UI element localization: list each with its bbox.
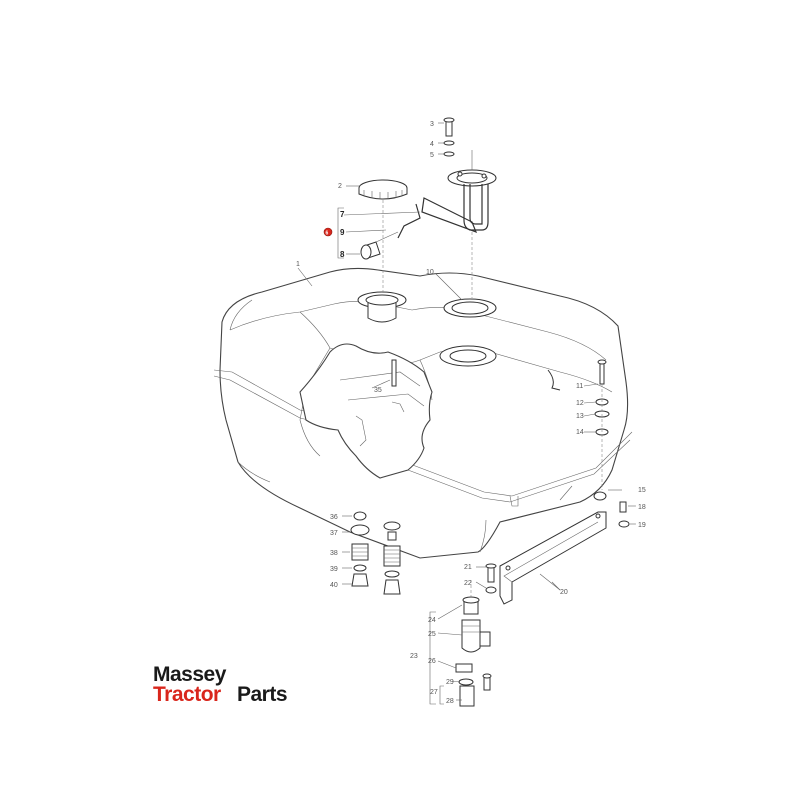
callout-36: 36	[330, 514, 338, 521]
fuel-tank	[213, 267, 633, 559]
callout-27: 27	[430, 689, 438, 696]
callout-8: 8	[340, 250, 345, 259]
massey-tractor-parts-logo: Massey Tractor Parts	[153, 664, 323, 714]
callout-labels: 1 2 3 4 5 6 7 9 8 10 11 12 13 14 15 18 1…	[296, 121, 646, 705]
drain-tap-assembly	[429, 580, 492, 707]
callout-21: 21	[464, 564, 472, 571]
callout-4: 4	[430, 141, 434, 148]
mounting-bracket	[499, 511, 607, 605]
callout-7: 7	[340, 210, 345, 219]
callout-23: 23	[410, 653, 418, 660]
callout-2: 2	[338, 183, 342, 190]
logo-line-massey: Massey	[153, 663, 226, 686]
callout-15: 15	[638, 487, 646, 494]
callout-12: 12	[576, 400, 584, 407]
sender-bolt-washer-stack	[438, 117, 455, 157]
callout-6-highlight	[323, 227, 333, 237]
callout-40: 40	[330, 582, 338, 589]
mount-stack-left	[342, 511, 370, 587]
logo-word-tractor: Tractor	[153, 683, 221, 706]
callout-13: 13	[576, 413, 584, 420]
callout-28: 28	[446, 698, 454, 705]
float-assembly	[343, 211, 421, 260]
callout-19: 19	[638, 522, 646, 529]
callout-25: 25	[428, 631, 436, 638]
callout-18: 18	[638, 504, 646, 511]
callout-9: 9	[340, 228, 345, 237]
callout-20: 20	[560, 589, 568, 596]
callout-3: 3	[430, 121, 434, 128]
callout-37: 37	[330, 530, 338, 537]
filler-cap	[358, 179, 408, 200]
callout-6: 6	[326, 231, 329, 237]
right-fastener-stack	[583, 359, 636, 528]
callout-29: 29	[446, 679, 454, 686]
callout-11: 11	[576, 383, 583, 390]
group-bracket-6	[337, 207, 344, 259]
callout-10: 10	[426, 269, 434, 276]
callout-39: 39	[330, 566, 338, 573]
callout-22: 22	[464, 580, 472, 587]
logo-word-parts: Parts	[237, 683, 288, 706]
callout-14: 14	[576, 429, 584, 436]
mount-stack-right	[383, 521, 401, 595]
callout-35: 35	[374, 387, 382, 394]
fuel-sender-unit	[397, 150, 497, 239]
callout-1: 1	[296, 261, 300, 268]
bracket-bolts	[475, 563, 497, 594]
callout-5: 5	[430, 152, 434, 159]
callout-38: 38	[330, 550, 338, 557]
callout-26: 26	[428, 658, 436, 665]
callout-24: 24	[428, 617, 436, 624]
leader-lines	[297, 185, 573, 591]
